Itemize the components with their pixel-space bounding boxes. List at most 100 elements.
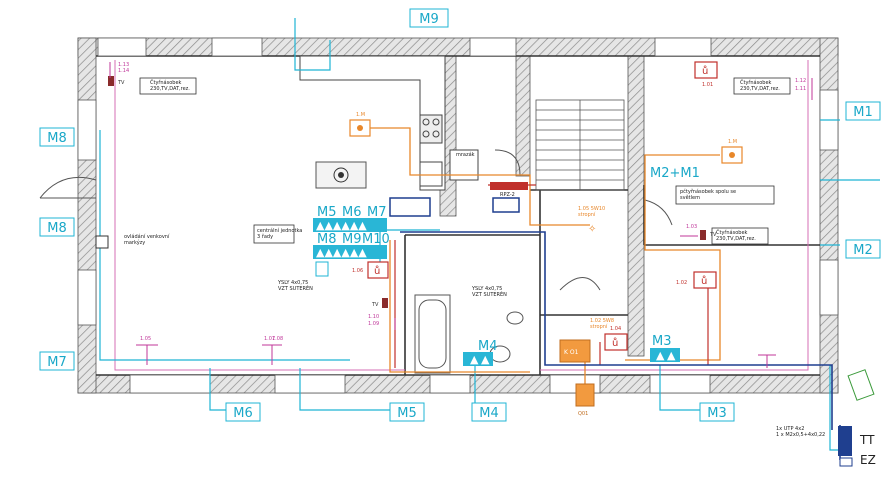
tag-m8-lower: M8	[39, 217, 75, 237]
tag-m6: M6	[225, 402, 261, 422]
svg-text:TT: TT	[859, 433, 875, 447]
distribution-board: Q01	[575, 383, 595, 417]
svg-text:M8: M8	[47, 221, 67, 236]
svg-text:M9: M9	[419, 12, 439, 27]
tag-m3-room: M3 ▲▲	[650, 334, 680, 362]
bathroom	[414, 294, 524, 374]
numbered-outlets: 1.13 1.14 1.12 1.11 1.10 1.09 1.05 1.07 …	[118, 62, 806, 342]
svg-text:TV: TV	[709, 232, 717, 238]
svg-text:ů: ů	[701, 275, 707, 287]
svg-text:1.10: 1.10	[368, 314, 379, 320]
svg-text:K O1: K O1	[564, 349, 579, 356]
svg-text:M1: M1	[853, 105, 873, 120]
svg-text:M10: M10	[362, 232, 390, 247]
outlet-4: ů 1.04	[604, 326, 628, 351]
svg-text:RPZ-2: RPZ-2	[500, 192, 515, 198]
svg-text:M4: M4	[478, 339, 498, 354]
outlet-3: ů 1.02	[676, 271, 717, 289]
ventilation-control-icon	[315, 261, 329, 277]
svg-text:▲: ▲	[656, 349, 665, 362]
tag-m2-m1: M2+M1	[650, 166, 700, 181]
svg-text:▲: ▲	[470, 353, 479, 366]
svg-text:ů: ů	[702, 65, 708, 77]
svg-text:M6: M6	[233, 406, 253, 421]
tag-m8: M8	[39, 127, 75, 147]
tag-m5: M5	[389, 402, 425, 422]
door-swing	[644, 199, 673, 226]
svg-text:M4: M4	[479, 406, 499, 421]
svg-text:1.12: 1.12	[795, 78, 806, 84]
svg-text:1.09: 1.09	[368, 321, 379, 327]
svg-text:TV: TV	[117, 80, 125, 86]
tag-m4: M4	[471, 402, 507, 422]
door-swing	[39, 176, 97, 199]
svg-text:1.02: 1.02	[676, 280, 687, 286]
svg-text:▲▲▲▲▲▲: ▲▲▲▲▲▲	[316, 219, 367, 232]
tag-m2: M2	[845, 239, 881, 259]
svg-text:1.08: 1.08	[272, 336, 283, 342]
svg-text:M6: M6	[342, 205, 362, 220]
svg-text:1.11: 1.11	[795, 86, 806, 92]
svg-text:ů: ů	[374, 265, 380, 277]
tag-m1: M1	[845, 101, 881, 121]
outlet-1: ů 1.06	[352, 261, 389, 279]
svg-text:▲: ▲	[667, 349, 676, 362]
boiler-ko1: K O1	[559, 339, 591, 363]
svg-text:1.06: 1.06	[352, 268, 363, 274]
table	[315, 161, 367, 189]
svg-text:M7: M7	[367, 205, 387, 220]
inner-walls	[96, 55, 820, 376]
control-panel: M5 M6 M7 ▲▲▲▲▲▲ M8 M9 M10 ▲▲▲▲▲▲	[313, 205, 390, 259]
svg-text:▲▲▲▲▲▲: ▲▲▲▲▲▲	[316, 246, 367, 259]
telecom-box: TT EZ	[838, 426, 876, 467]
tag-m3: M3	[699, 402, 735, 422]
outlet-2: ů 1.01	[694, 61, 718, 88]
magenta-wiring	[114, 60, 809, 371]
svg-text:1.13: 1.13	[118, 62, 129, 68]
svg-text:EZ: EZ	[860, 453, 876, 467]
svg-text:1.07: 1.07	[264, 336, 275, 342]
ceiling-light-icon: ✧	[588, 224, 596, 235]
svg-text:1.M: 1.M	[356, 112, 365, 118]
tv-socket-2: TV	[371, 298, 388, 308]
svg-text:M9: M9	[342, 232, 362, 247]
svg-text:1.03: 1.03	[686, 224, 697, 230]
tag-m9: M9	[409, 8, 449, 28]
door-swing	[559, 277, 601, 291]
svg-text:M3: M3	[707, 406, 727, 421]
label-mrazak: mrazák	[456, 151, 475, 158]
svg-text:▲: ▲	[481, 353, 490, 366]
svg-text:ů: ů	[612, 337, 618, 349]
svg-text:1.14: 1.14	[118, 68, 129, 74]
door-swing	[494, 149, 521, 176]
light-fixture-2: 1.M	[721, 139, 743, 164]
tag-m7: M7	[39, 351, 75, 371]
staircase	[535, 99, 625, 191]
svg-text:Q01: Q01	[578, 411, 588, 417]
svg-text:TV: TV	[371, 302, 379, 308]
tv-socket-1: TV	[108, 76, 125, 86]
svg-text:1.04: 1.04	[610, 326, 621, 332]
heat-pump-icon	[847, 369, 875, 401]
openings	[77, 37, 839, 394]
svg-text:M7: M7	[47, 355, 67, 370]
light-fixture-1: 1.M	[349, 112, 371, 137]
svg-text:M5: M5	[317, 205, 337, 220]
svg-text:M5: M5	[397, 406, 417, 421]
rpz-box: RPZ-2	[389, 182, 528, 217]
tag-m4-bath: M4 ▲▲	[463, 339, 498, 366]
